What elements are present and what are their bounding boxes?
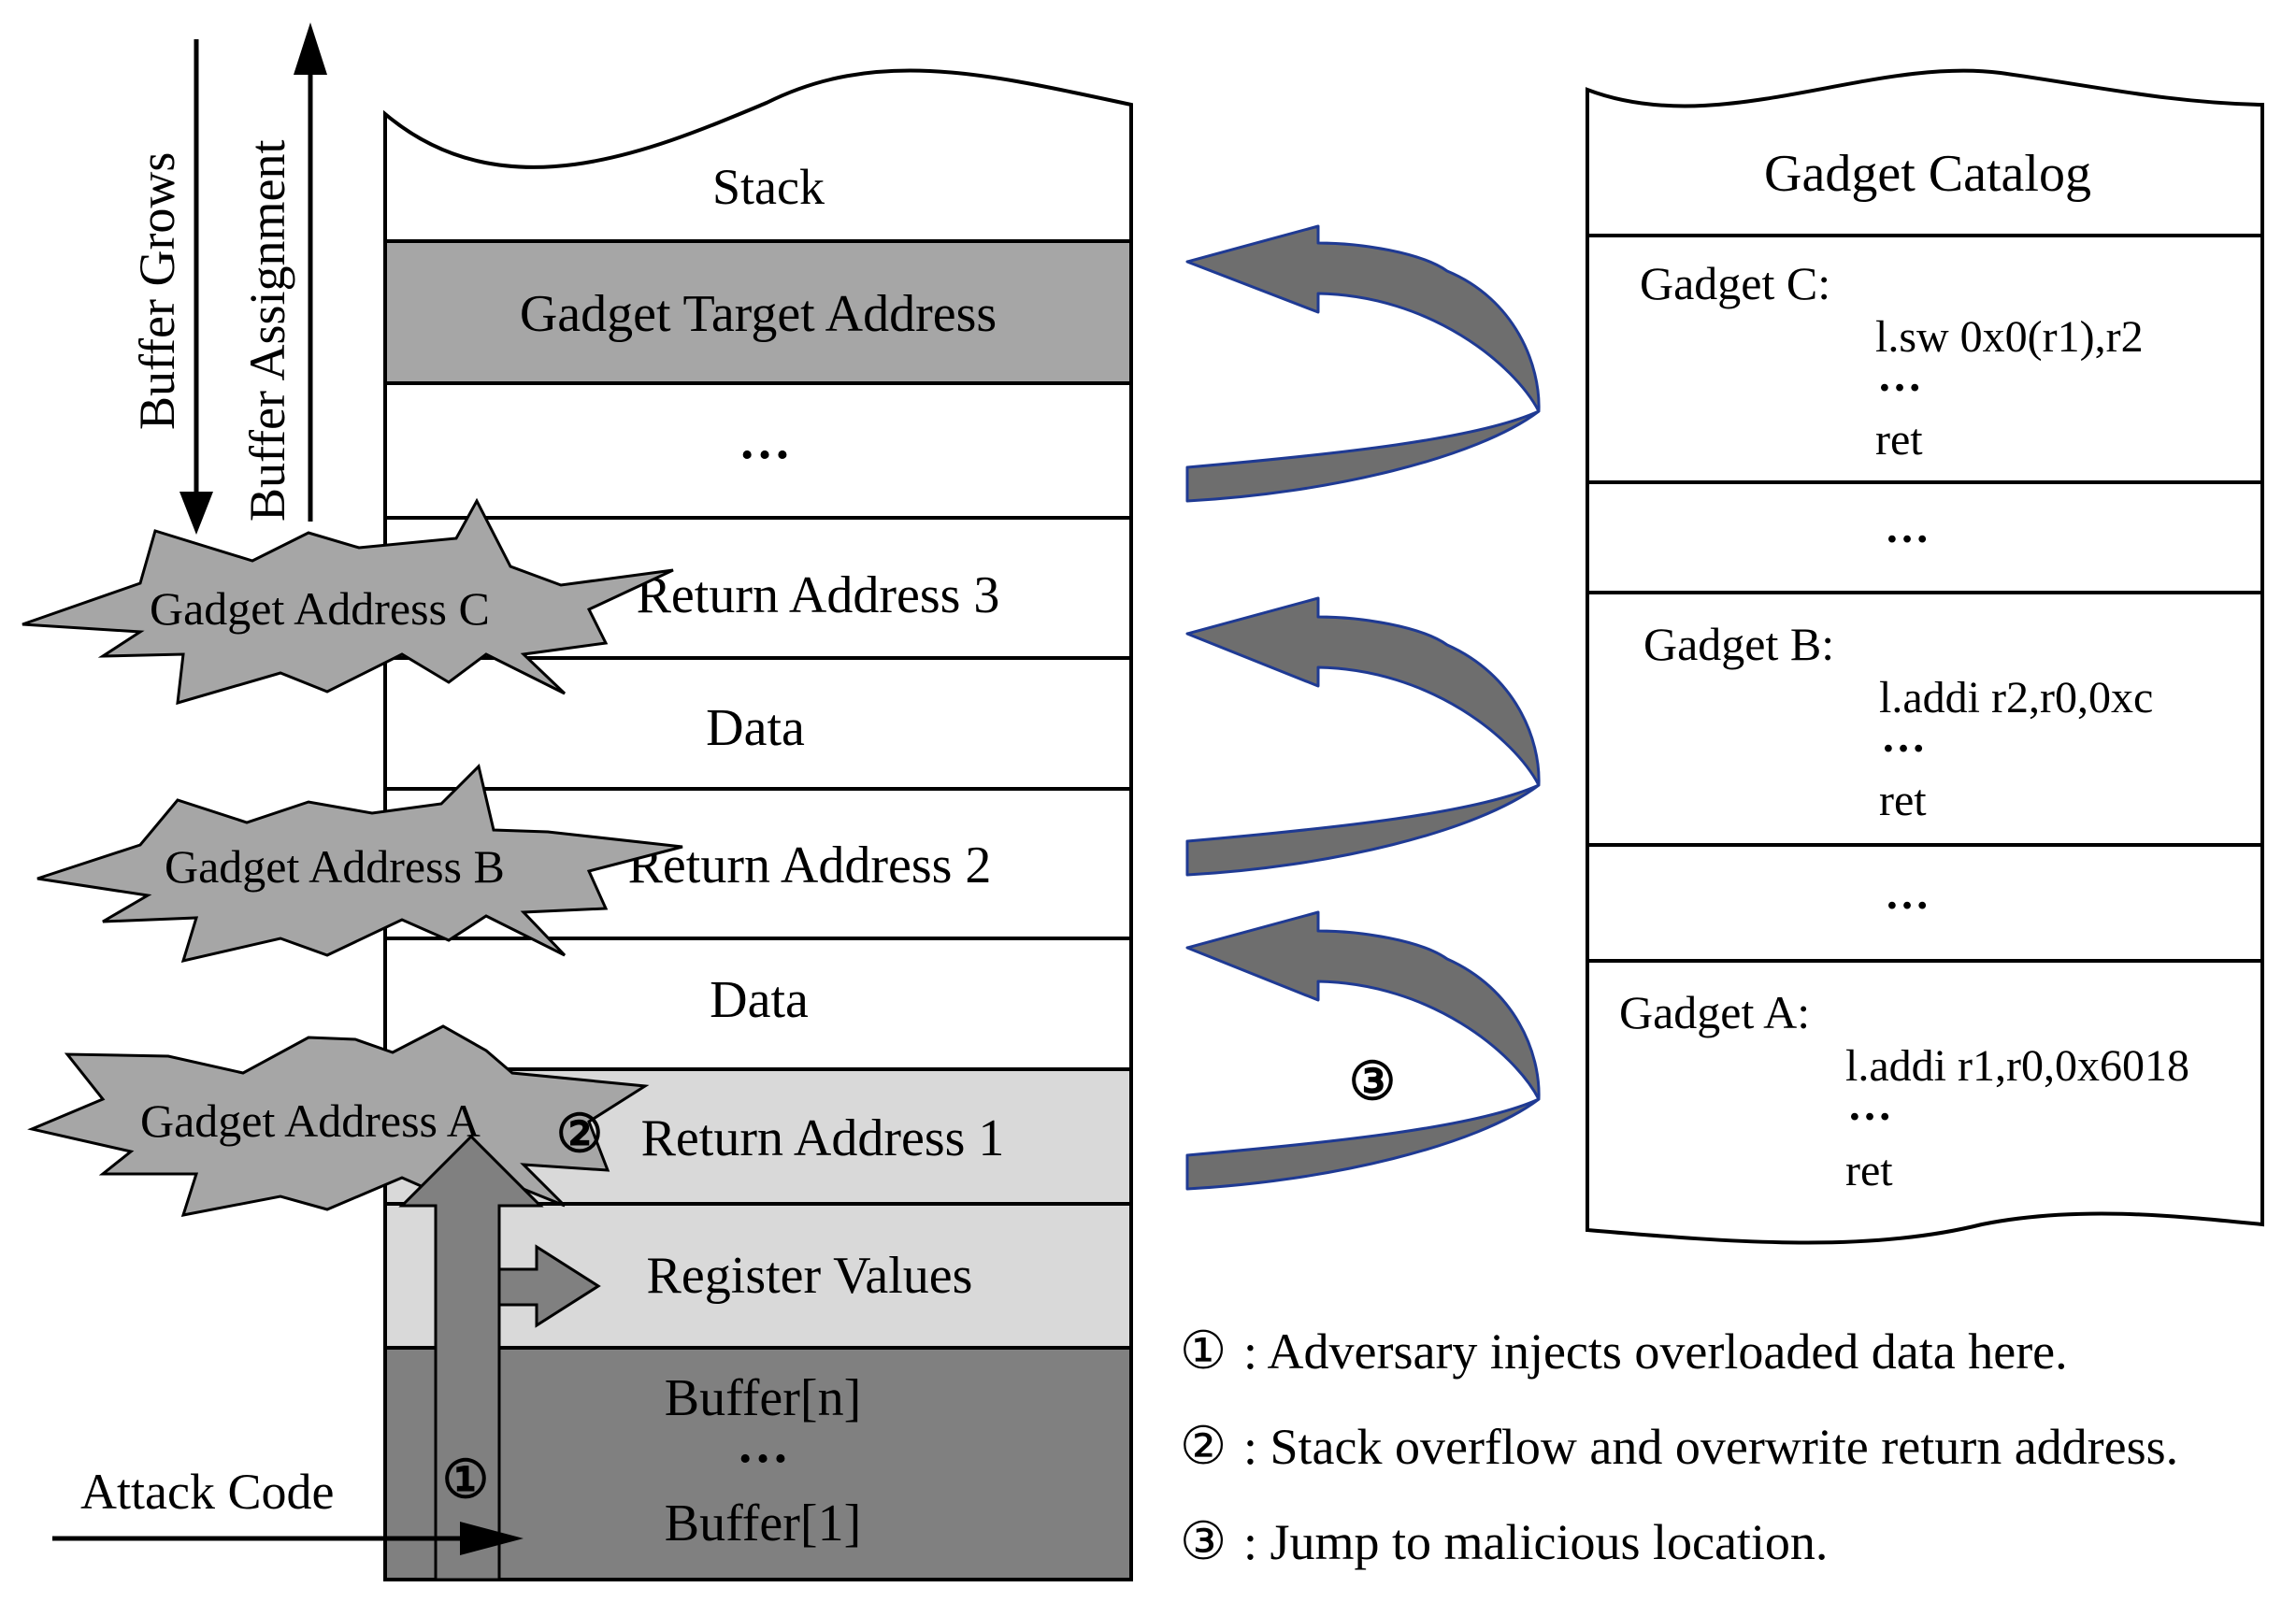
legend-marker-3: ③ — [1180, 1513, 1227, 1571]
legend-marker-1: ① — [1180, 1323, 1227, 1380]
burst-shape-c — [22, 497, 674, 706]
stack-row-data-upper — [383, 656, 1133, 791]
gadget-b-instruction: l.addi r2,r0,0xc — [1879, 673, 2153, 722]
stack-row-ellipsis — [383, 381, 1133, 520]
catalog-frame — [1586, 68, 2264, 1245]
jump-arrow-middle — [1185, 596, 1541, 877]
stack-row-data-lower — [383, 937, 1133, 1071]
jump-arrow-lower — [1185, 910, 1541, 1191]
catalog-separator-2: … — [1885, 869, 1930, 919]
marker-2: ② — [556, 1106, 603, 1164]
buffer-assignment-label: Buffer Assignment — [239, 140, 295, 522]
gadget-a-instruction: l.addi r1,r0,0x6018 — [1845, 1041, 2189, 1091]
stack-column: Stack Gadget Target Address … Return Add… — [383, 68, 1133, 1581]
buffer-grows-arrowhead — [179, 492, 213, 535]
legend: ① : Adversary injects overloaded data he… — [1180, 1323, 2178, 1571]
marker-1: ① — [442, 1452, 489, 1509]
marker-3: ③ — [1349, 1053, 1396, 1111]
gadget-address-a-label: Gadget Address A — [140, 1094, 481, 1147]
gadget-c-dots: … — [1877, 351, 1922, 401]
gadget-address-b-label: Gadget Address B — [165, 840, 505, 893]
stack-row-data-upper-label: Data — [706, 699, 805, 757]
buffer-grows-label: Buffer Grows — [129, 152, 185, 430]
gadget-address-c-label: Gadget Address C — [150, 582, 490, 635]
legend-text-3: : Jump to malicious location. — [1243, 1514, 1828, 1570]
buffer-axis: Buffer Grows Buffer Assignment — [129, 22, 327, 535]
gadget-a-dots: … — [1847, 1080, 1892, 1130]
overflow-up-arrow — [398, 1134, 544, 1581]
gadget-b-ret: ret — [1879, 776, 1927, 825]
stack-top-wave — [383, 68, 1133, 243]
legend-marker-2: ② — [1180, 1418, 1227, 1476]
legend-text-2: : Stack overflow and overwrite return ad… — [1243, 1419, 2178, 1475]
attack-code-label: Attack Code — [80, 1464, 334, 1520]
stack-title: Stack — [712, 159, 825, 215]
overflow-arrows: ② — [398, 1106, 603, 1581]
gadget-c-instruction: l.sw 0x0(r1),r2 — [1875, 312, 2144, 362]
stack-row-return-address-3-label: Return Address 3 — [637, 566, 1000, 624]
gadget-address-c-burst: Gadget Address C — [22, 497, 674, 706]
gadget-b-name: Gadget B: — [1643, 618, 1834, 670]
stack-row-register-values-label: Register Values — [647, 1247, 973, 1305]
attack-code-arrowhead — [460, 1522, 524, 1555]
catalog-title: Gadget Catalog — [1764, 145, 2091, 203]
gadget-address-b-burst: Gadget Address B — [36, 764, 683, 964]
gadget-b-dots: … — [1881, 712, 1926, 762]
gadget-c-name: Gadget C: — [1640, 257, 1830, 309]
attack-code: Attack Code ① — [52, 1452, 524, 1555]
buffer-assignment-arrowhead — [294, 22, 327, 75]
stack-row-gadget-target — [383, 239, 1133, 385]
stack-row-return-address-2-label: Return Address 2 — [628, 837, 992, 894]
burst-shape-b — [36, 764, 683, 964]
jump-arrows: ③ — [1185, 224, 1541, 1191]
injected-gadget-addresses: Gadget Address C Gadget Address B Gadget… — [22, 497, 683, 1217]
gadget-a-ret: ret — [1845, 1146, 1893, 1195]
stack-row-buffer-dots: … — [737, 1416, 789, 1474]
stack-row-data-lower-label: Data — [710, 971, 809, 1029]
stack-row-ellipsis-label: … — [739, 412, 791, 470]
legend-text-1: : Adversary injects overloaded data here… — [1243, 1323, 2068, 1380]
jump-arrow-upper — [1185, 224, 1541, 503]
stack-row-gadget-target-label: Gadget Target Address — [520, 285, 997, 343]
register-right-arrow — [497, 1244, 601, 1328]
gadget-c-ret: ret — [1875, 415, 1923, 465]
stack-row-buffer-1-label: Buffer[1] — [665, 1495, 861, 1552]
stack-row-buffer-n-label: Buffer[n] — [665, 1369, 861, 1427]
gadget-catalog: Gadget Catalog Gadget C: l.sw 0x0(r1),r2… — [1586, 68, 2264, 1245]
catalog-separator-1: … — [1885, 503, 1930, 552]
gadget-a-name: Gadget A: — [1619, 986, 1810, 1038]
stack-row-return-address-1-label: Return Address 1 — [641, 1109, 1005, 1167]
